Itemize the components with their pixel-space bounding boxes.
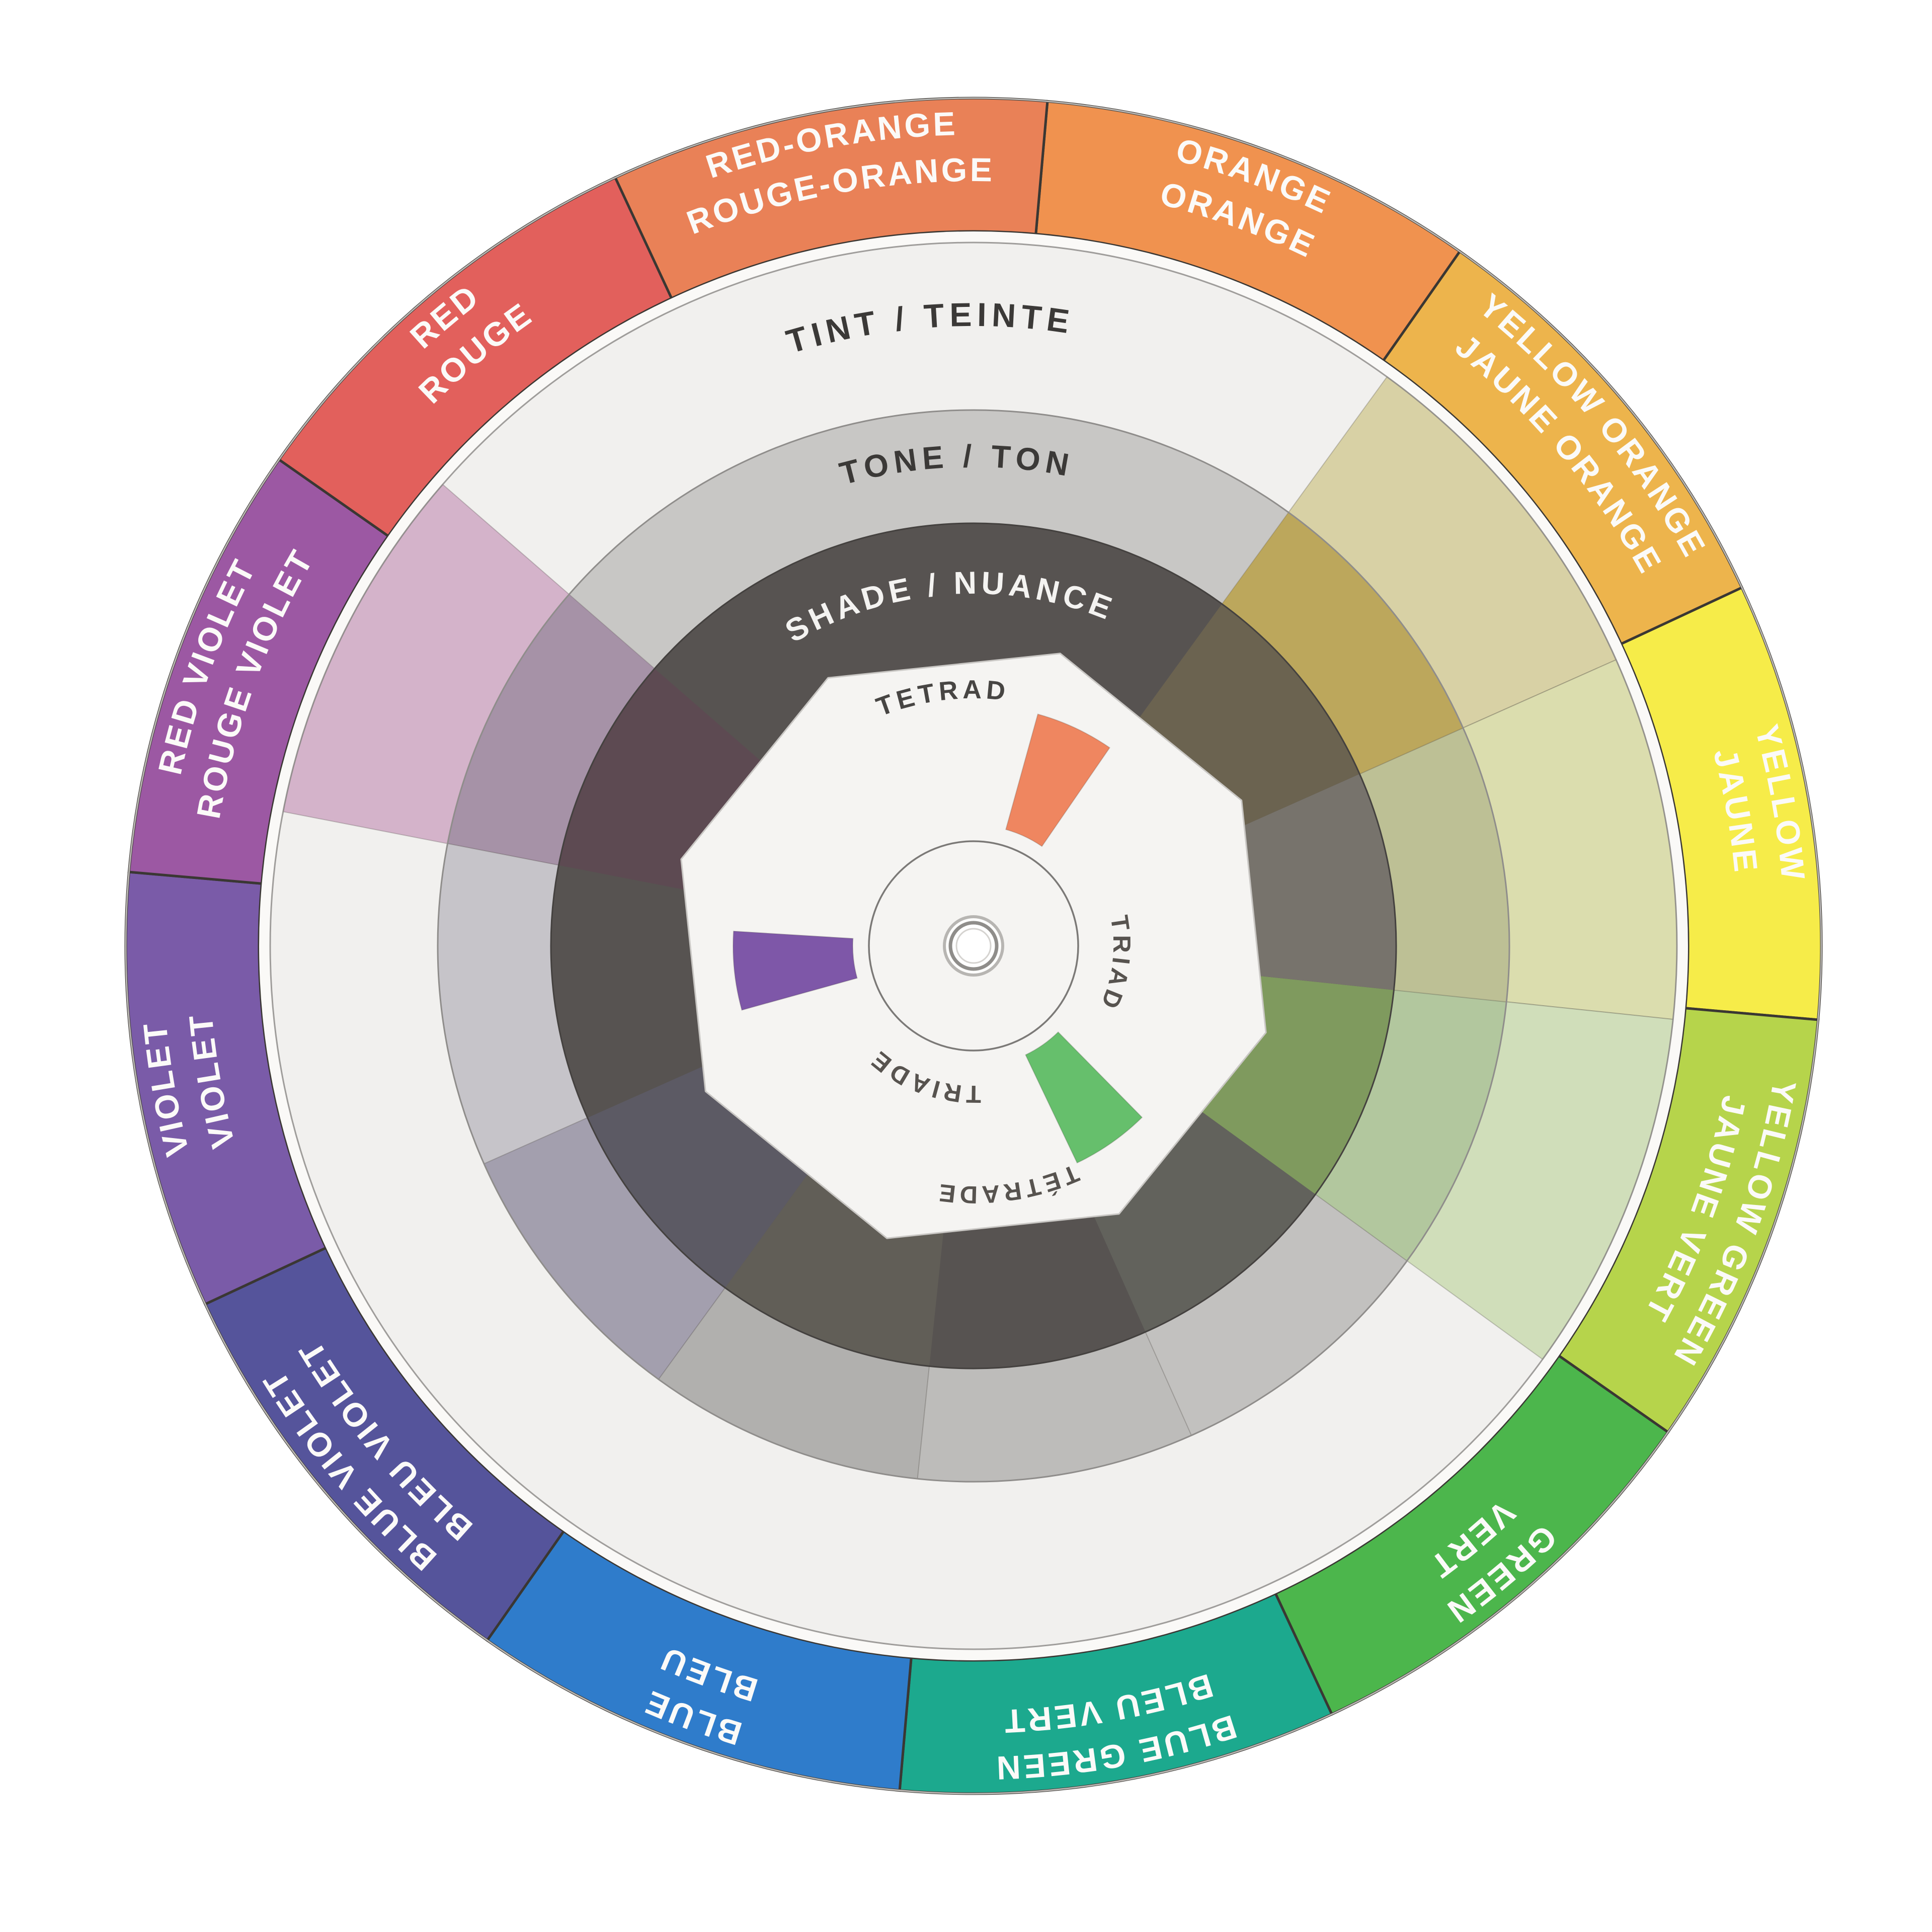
triad-purple-window [733, 930, 858, 1011]
triad-orange-window [1005, 713, 1111, 847]
triad-green-window [1024, 1031, 1143, 1164]
center-rivet [943, 915, 1004, 977]
inner-circle [868, 840, 1079, 1052]
rivet-hole [955, 928, 992, 964]
tint-ring-edge [269, 242, 1678, 1650]
shade-window-5 [1224, 774, 1397, 990]
wheel-outer-edge [125, 97, 1822, 1795]
tone-ring-edge [437, 409, 1510, 1483]
shade-ring-edge [550, 522, 1397, 1370]
